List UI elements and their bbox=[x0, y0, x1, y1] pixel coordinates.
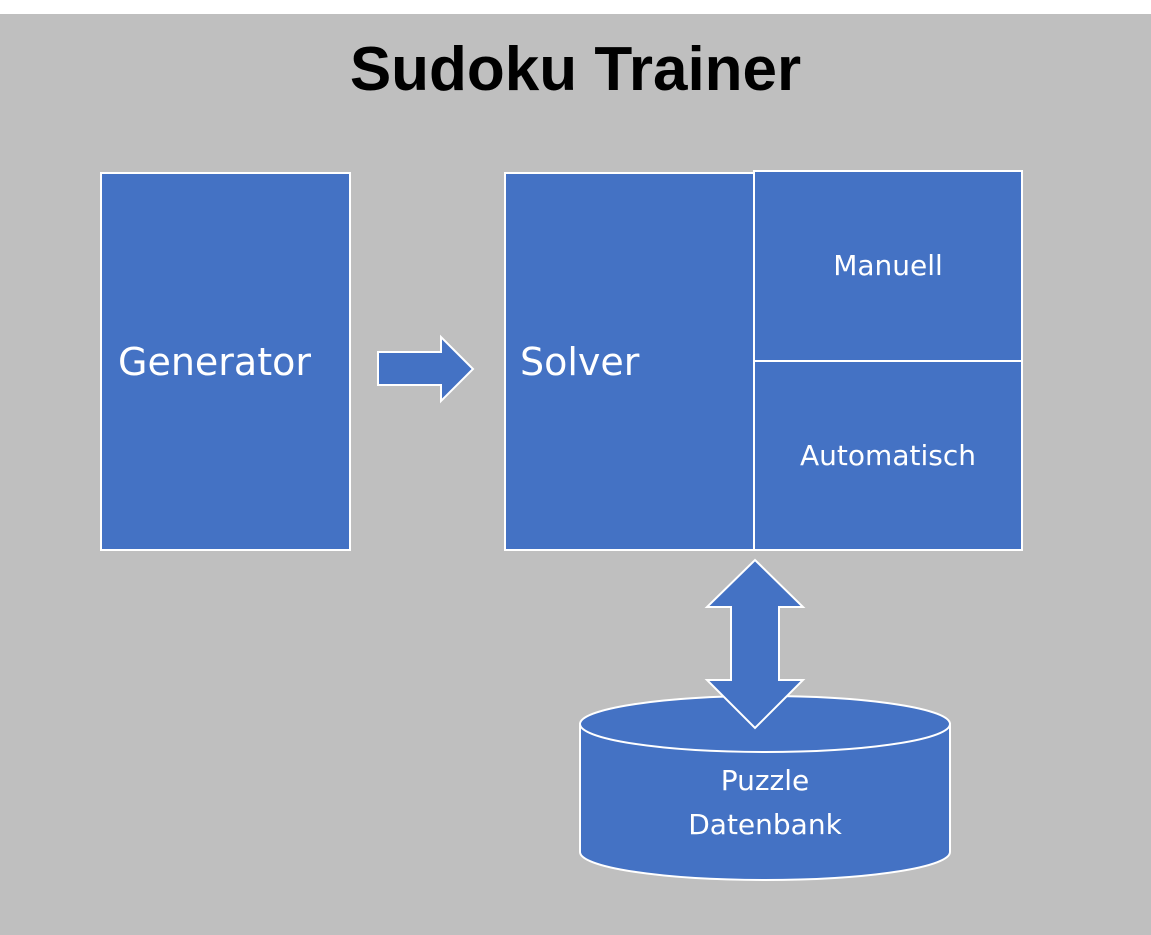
automatic-mode-label: Automatisch bbox=[800, 439, 976, 472]
solver-label: Solver bbox=[520, 340, 640, 384]
database-label-line-2: Datenbank bbox=[688, 808, 842, 841]
generator-box: Generator bbox=[100, 172, 351, 551]
automatic-mode-box: Automatisch bbox=[753, 360, 1023, 551]
generator-label: Generator bbox=[118, 340, 311, 384]
database-cylinder-body bbox=[579, 723, 951, 881]
solver-box: Solver bbox=[504, 172, 755, 551]
database-label-line-1: Puzzle bbox=[720, 764, 810, 797]
diagram-title: Sudoku Trainer bbox=[349, 35, 802, 104]
generator-to-solver-arrow bbox=[377, 334, 475, 404]
solver-database-double-arrow bbox=[704, 558, 806, 730]
manual-mode-box: Manuell bbox=[753, 170, 1023, 362]
manual-mode-label: Manuell bbox=[833, 249, 943, 282]
